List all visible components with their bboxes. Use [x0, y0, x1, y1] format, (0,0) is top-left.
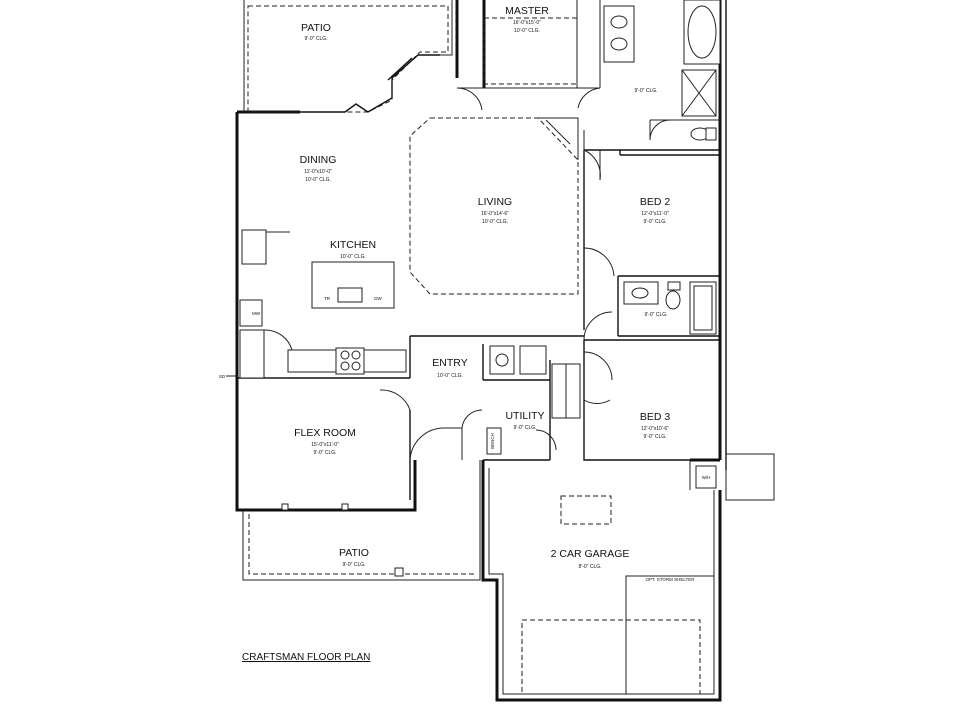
living-soffit — [409, 117, 579, 295]
microwave-label: MW — [252, 311, 261, 316]
room-ceiling-master-bath: 9'-0" CLG. — [634, 88, 657, 94]
room-name-living: LIVING — [478, 196, 512, 208]
room-ceiling-dining: 10'-0" CLG. — [305, 177, 331, 183]
room-name-utility: UTILITY — [505, 410, 544, 422]
room-name-master: MASTER — [505, 5, 549, 17]
section-marker-label: SD — [219, 374, 226, 379]
room-name-flex: FLEX ROOM — [294, 427, 356, 439]
plan-title: CRAFTSMAN FLOOR PLAN — [242, 652, 370, 663]
bench-label: BENCH — [490, 433, 495, 449]
room-ceiling-bed2: 9'-0" CLG. — [643, 219, 666, 225]
room-name-bed2: BED 2 — [640, 196, 671, 208]
room-name-garage: 2 CAR GARAGE — [551, 548, 630, 560]
room-ceiling-patio-bottom: 9'-0" CLG. — [342, 562, 365, 568]
hall-bath-fixtures — [623, 281, 717, 335]
flex-patio — [242, 460, 481, 581]
master-bath-fixtures — [603, 0, 721, 141]
room-dims-flex: 15'-0"x11'-0" — [311, 442, 339, 448]
room-ceiling-utility: 9'-0" CLG. — [513, 425, 536, 431]
room-name-patio-bottom: PATIO — [339, 547, 369, 559]
room-name-kitchen: KITCHEN — [330, 239, 376, 251]
doors — [379, 130, 615, 461]
dishwasher-label: DW — [374, 296, 382, 301]
room-dims-living: 16'-0"x14'-6" — [481, 211, 509, 217]
room-ceiling-entry: 10'-0" CLG. — [437, 373, 463, 379]
room-ceiling-bed3: 9'-0" CLG. — [643, 434, 666, 440]
section-marker: SD — [219, 374, 236, 379]
room-name-dining: DINING — [300, 154, 337, 166]
room-ceiling-hall-bath: 9'-0" CLG. — [644, 312, 667, 318]
exterior-walls — [235, 0, 727, 702]
room-ceiling-patio-top: 9'-0" CLG. — [304, 36, 327, 42]
trash-label: TR — [324, 296, 331, 301]
dining-bay — [300, 54, 440, 113]
room-name-patio-top: PATIO — [301, 22, 331, 34]
room-dims-dining: 11'-0"x10'-0" — [304, 169, 332, 175]
room-ceiling-master: 10'-0" CLG. — [514, 28, 540, 34]
garage-area — [488, 453, 775, 695]
water-heater-label: W/H — [702, 475, 711, 480]
room-ceiling-garage: 8'-0" CLG. — [578, 564, 601, 570]
room-dims-bed2: 12'-0"x11'-0" — [641, 211, 669, 217]
room-name-entry: ENTRY — [432, 357, 467, 369]
room-ceiling-living: 10'-0" CLG. — [482, 219, 508, 225]
room-ceiling-kitchen: 10'-0" CLG. — [340, 254, 366, 260]
room-labels: PATIO 9'-0" CLG. MASTER 16'-0"x15'-0" 10… — [252, 5, 710, 582]
room-dims-master: 16'-0"x15'-0" — [513, 20, 541, 26]
room-ceiling-flex: 9'-0" CLG. — [313, 450, 336, 456]
room-dims-bed3: 12'-0"x10'-6" — [641, 426, 669, 432]
room-name-bed3: BED 3 — [640, 411, 671, 423]
storm-shelter-label: OPT. STORM SHELTER — [645, 577, 695, 582]
master-room — [456, 0, 601, 111]
kitchen-area — [239, 229, 407, 379]
patio-top-area — [243, 0, 453, 113]
utility-fixtures — [486, 345, 581, 455]
